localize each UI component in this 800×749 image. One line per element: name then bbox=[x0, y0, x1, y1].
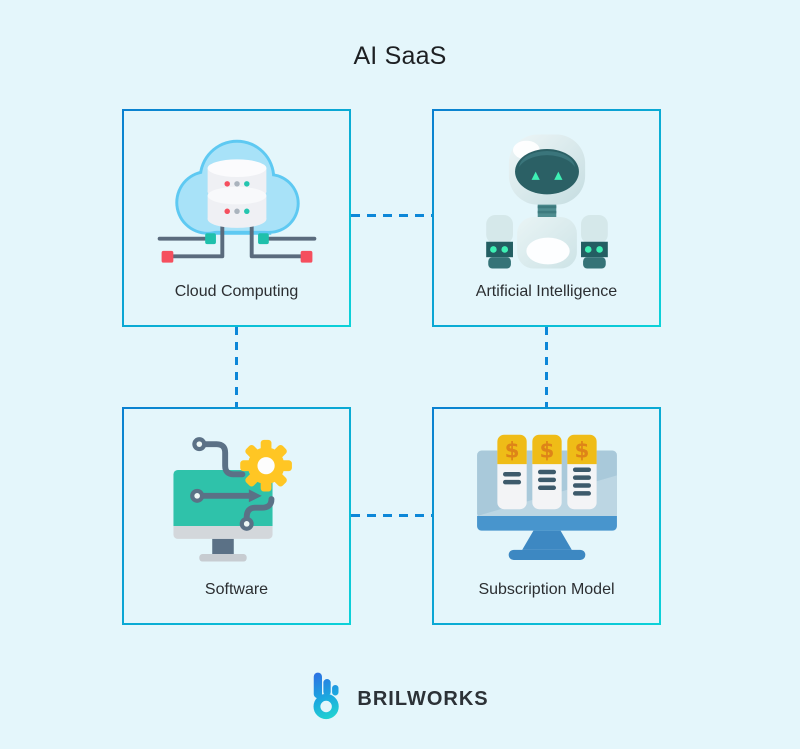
brilworks-b-icon bbox=[311, 671, 344, 720]
card-label-software: Software bbox=[204, 581, 269, 598]
page-title: AI SaaS bbox=[353, 42, 447, 70]
dashed-connector-horizontal-bottom bbox=[351, 514, 432, 517]
card-label-subscription-model: Subscription Model bbox=[478, 581, 615, 598]
brand-name: BRILWORKS bbox=[357, 688, 489, 710]
dashed-connector-vertical-right bbox=[545, 327, 548, 407]
card-subscription-model: $ $ $ Subs bbox=[432, 407, 661, 625]
card-label-artificial-intelligence: Artificial Intelligence bbox=[475, 283, 618, 300]
pricing-cards-monitor-icon: $ $ $ bbox=[468, 423, 626, 573]
dashed-connector-horizontal-top bbox=[351, 214, 432, 217]
dollar-icon: $ bbox=[539, 438, 554, 463]
brand-logo: BRILWORKS bbox=[0, 671, 800, 720]
card-cloud-computing: Cloud Computing bbox=[122, 109, 351, 327]
card-software: Software bbox=[122, 407, 351, 625]
cloud-server-icon bbox=[153, 125, 321, 275]
robot-icon bbox=[480, 125, 614, 275]
dollar-icon: $ bbox=[574, 438, 589, 463]
card-label-cloud-computing: Cloud Computing bbox=[174, 283, 299, 300]
dollar-icon: $ bbox=[504, 438, 519, 463]
dashed-connector-vertical-left bbox=[235, 327, 238, 407]
card-artificial-intelligence: Artificial Intelligence bbox=[432, 109, 661, 327]
monitor-gear-icon bbox=[167, 423, 307, 573]
